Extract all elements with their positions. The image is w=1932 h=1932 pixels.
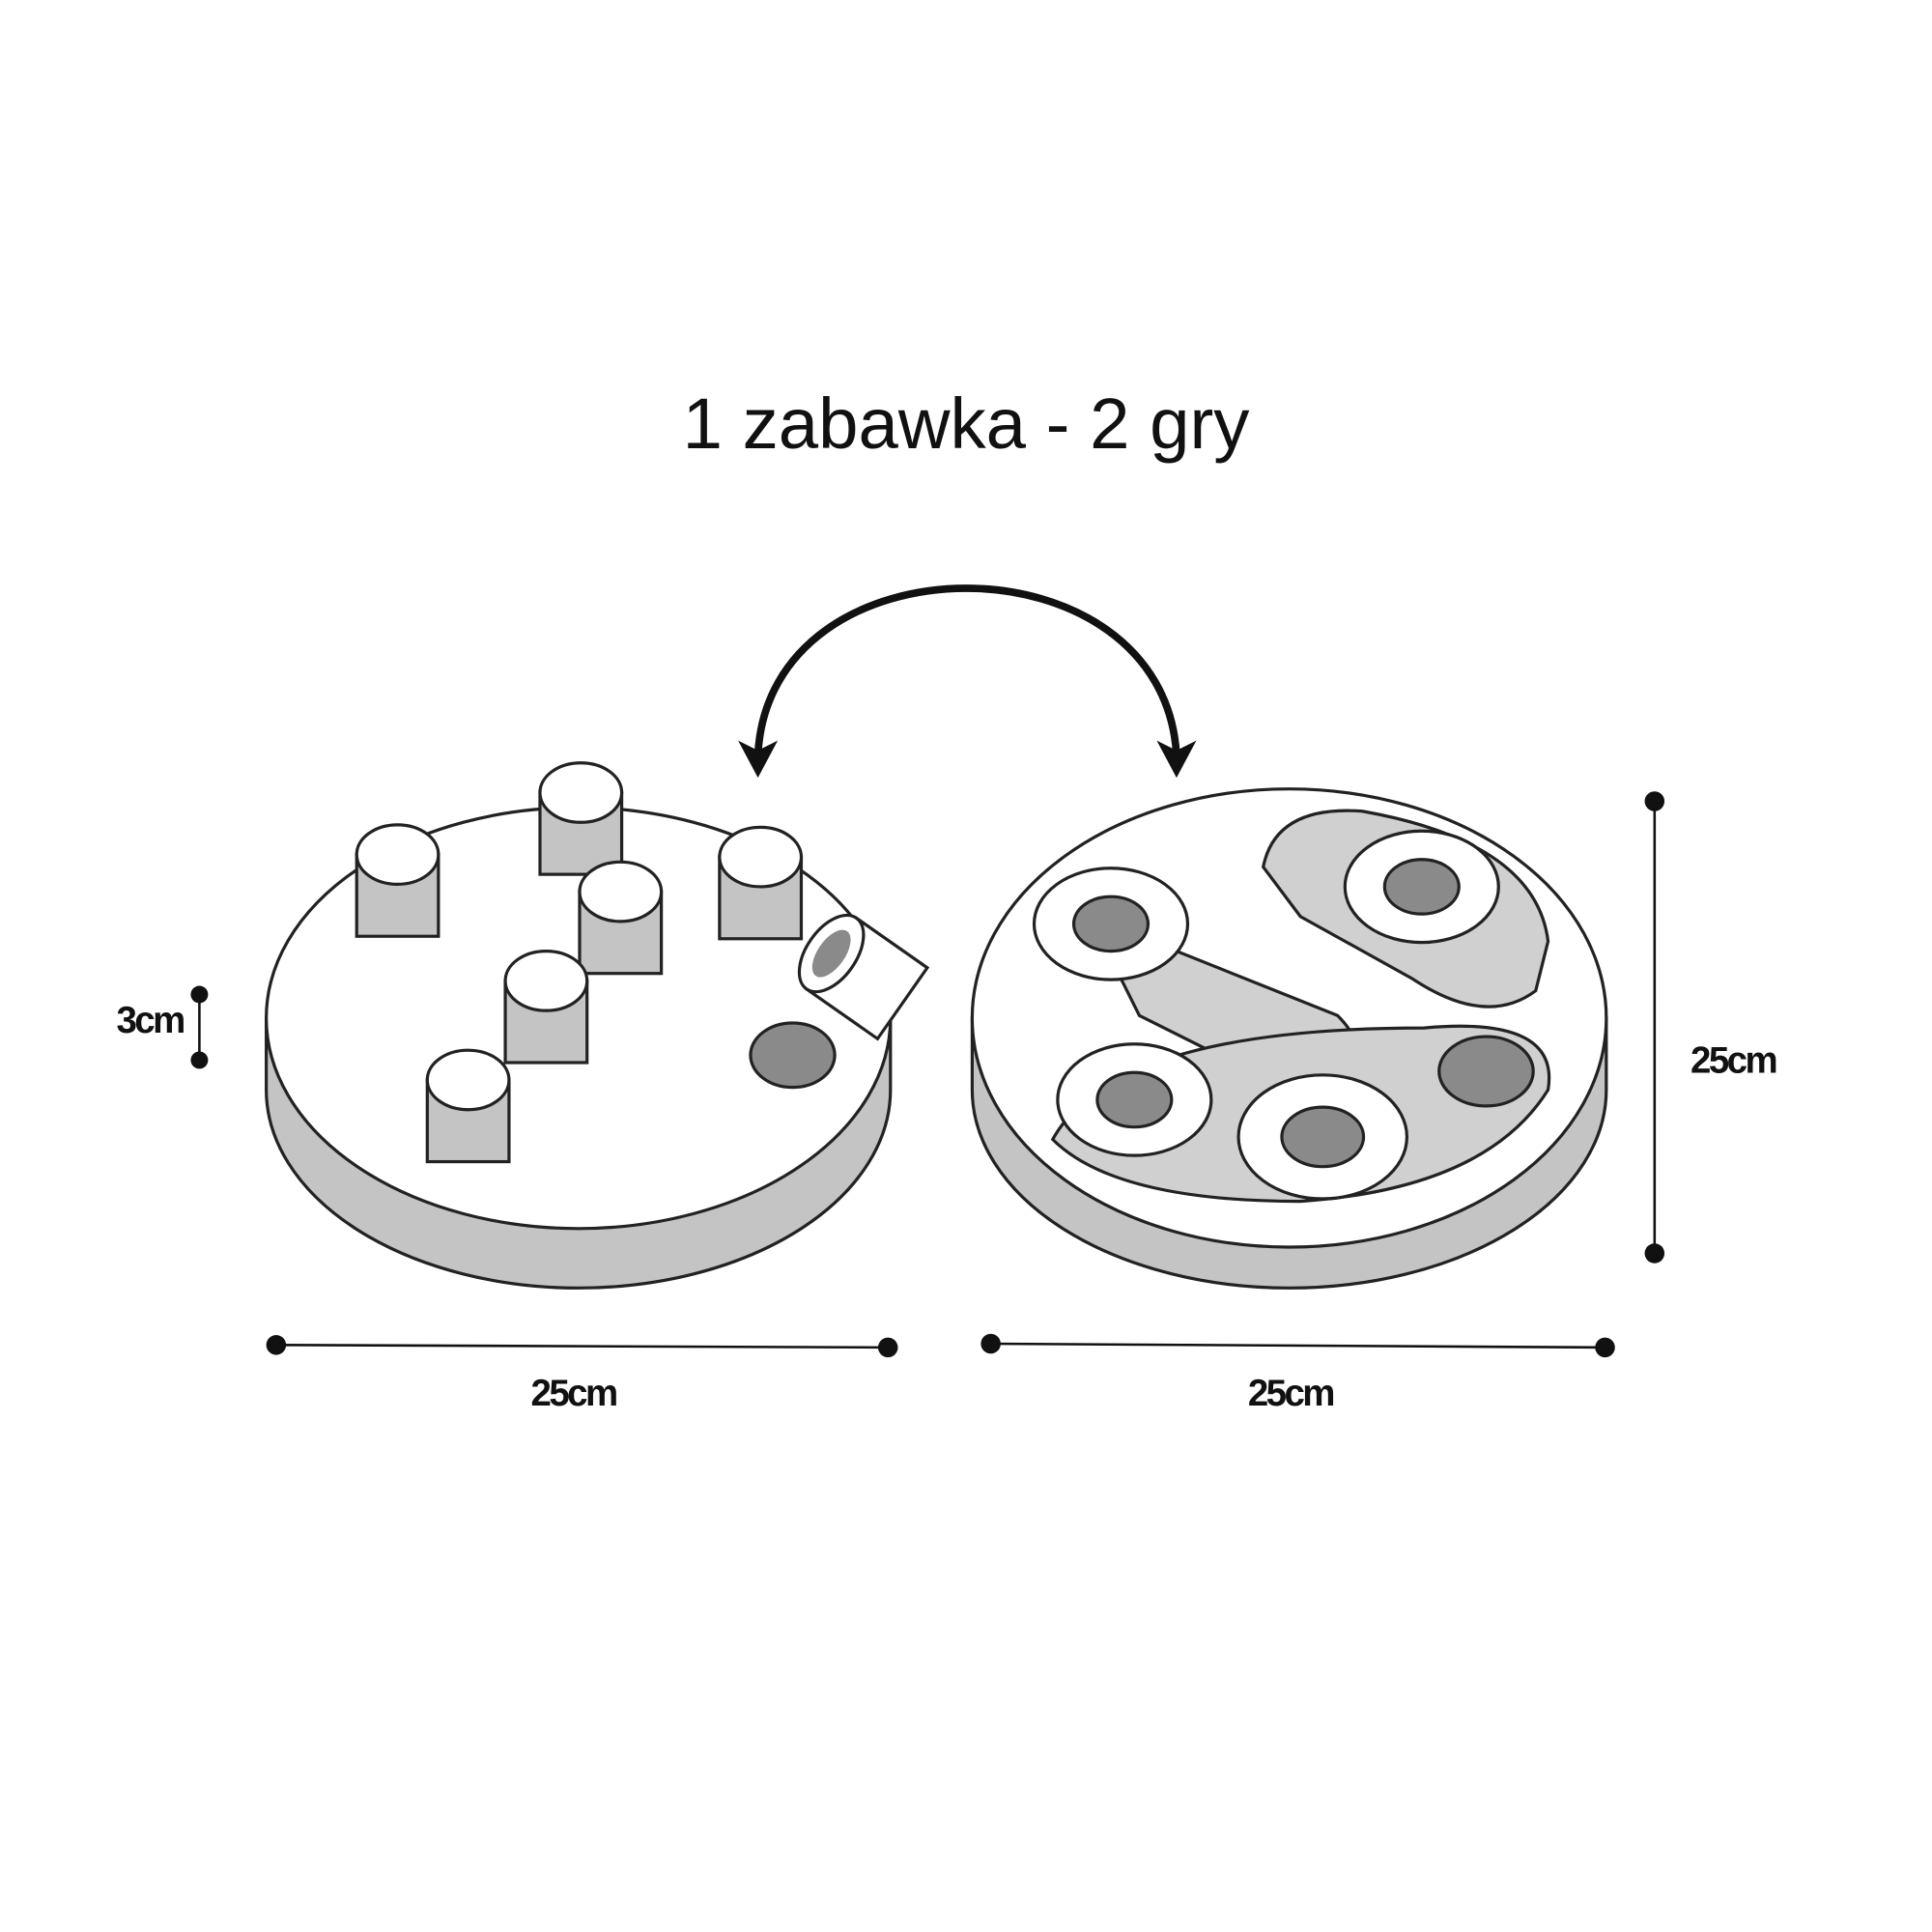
dimension-width-left: 25cm xyxy=(266,1335,898,1414)
left-puzzle-board xyxy=(265,761,930,1290)
dimension-depth-right: 25cm xyxy=(1644,791,1778,1264)
height-label: 3cm xyxy=(116,1000,184,1041)
peg xyxy=(425,1048,511,1164)
right-puzzle-board xyxy=(970,787,1608,1290)
ring xyxy=(1236,1073,1409,1201)
hole xyxy=(1437,1035,1535,1108)
hole xyxy=(749,1021,837,1090)
depth-label: 25cm xyxy=(1690,1039,1776,1081)
width-label: 25cm xyxy=(531,1373,616,1414)
peg xyxy=(503,950,589,1065)
width-label: 25cm xyxy=(1248,1373,1333,1414)
dimension-height-left: 3cm xyxy=(116,985,209,1069)
peg xyxy=(718,825,804,941)
ring xyxy=(1032,867,1190,981)
ring xyxy=(1343,829,1500,945)
dimension-width-right: 25cm xyxy=(980,1333,1615,1414)
peg xyxy=(538,761,624,876)
peg xyxy=(578,860,664,976)
ring xyxy=(1056,1042,1213,1157)
removed-peg xyxy=(797,913,930,1041)
title: 1 zabawka - 2 gry xyxy=(683,384,1251,464)
swap-arrow-icon xyxy=(738,584,1197,779)
peg xyxy=(355,823,440,938)
